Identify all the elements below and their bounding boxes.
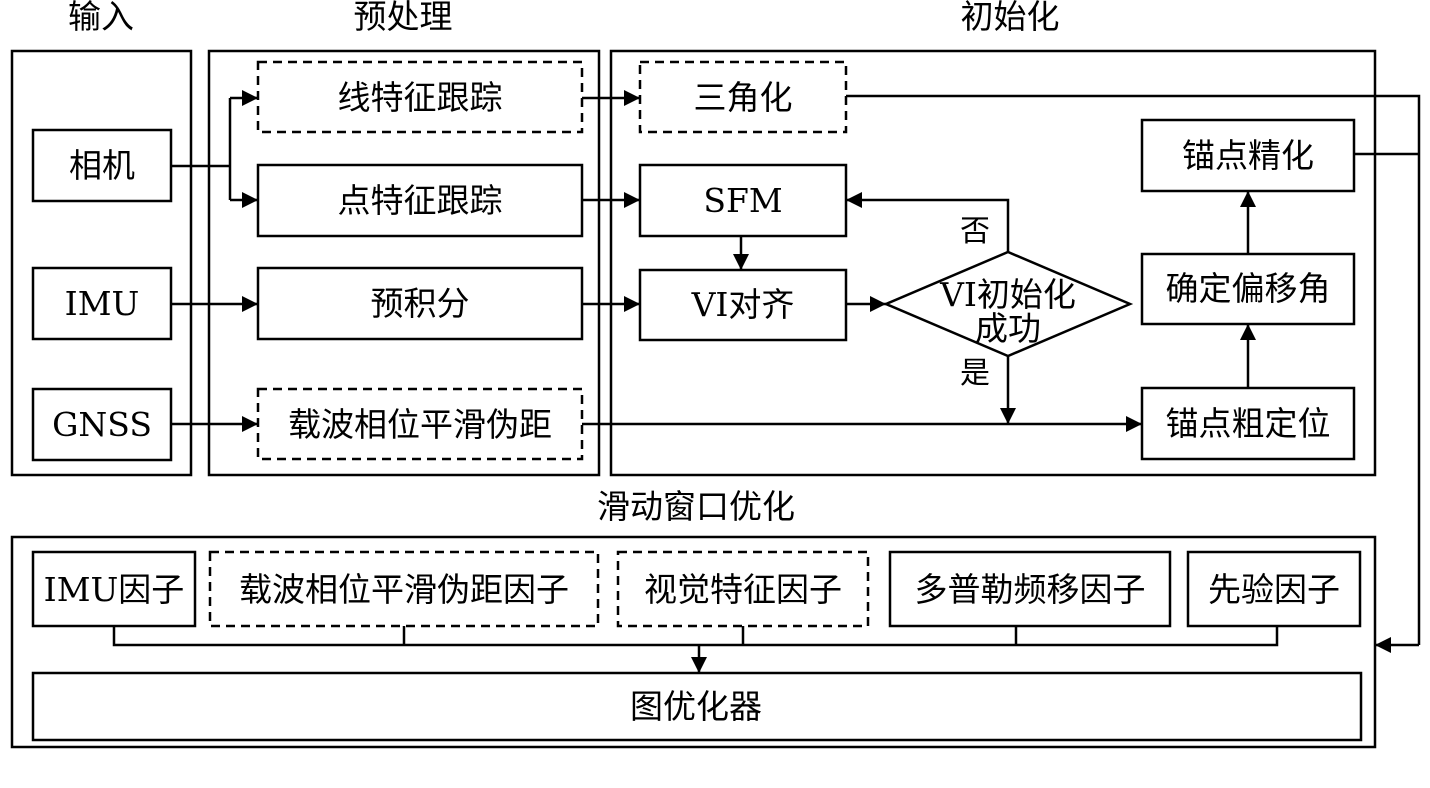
node-prior-factor: 先验因子: [1186, 550, 1362, 628]
node-anchor-refine-label: 锚点精化: [1182, 136, 1314, 175]
section-title-input: 输入: [68, 0, 134, 36]
node-triangulation: 三角化: [638, 60, 848, 134]
node-point-tracking-label: 点特征跟踪: [338, 181, 503, 220]
section-title-init: 初始化: [961, 0, 1060, 36]
node-carrier-factor: 载波相位平滑伪距因子: [208, 550, 600, 628]
node-anchor-refine: 锚点精化: [1140, 118, 1356, 193]
node-graph-optimizer-label: 图优化器: [630, 687, 762, 726]
decision-no-arrow: [846, 192, 1010, 252]
section-title-sliding-window: 滑动窗口优化: [597, 487, 795, 526]
node-vi-align-label: VI对齐: [691, 285, 795, 324]
node-line-tracking-label: 线特征跟踪: [338, 78, 503, 117]
node-carrier-factor-label: 载波相位平滑伪距因子: [239, 570, 569, 609]
decision-yes-label: 是: [960, 356, 990, 391]
connectors: [112, 90, 1421, 673]
node-preintegration: 预积分: [256, 266, 584, 341]
decision-no-label: 否: [960, 214, 990, 249]
node-carrier-smoothing-label: 载波相位平滑伪距: [288, 405, 552, 444]
section-title-preprocess: 预处理: [354, 0, 453, 36]
input-group-frame: [10, 49, 193, 477]
node-visual-factor-label: 视觉特征因子: [644, 570, 842, 609]
node-doppler-factor-label: 多普勒频移因子: [915, 570, 1146, 609]
preprocess-group-frame: [207, 49, 601, 477]
node-visual-factor: 视觉特征因子: [616, 550, 870, 628]
node-sfm: SFM: [638, 163, 848, 238]
tri-out-wire: [846, 94, 1421, 645]
node-vi-init-decision: VI初始化 成功: [882, 250, 1134, 358]
node-prior-factor-label: 先验因子: [1208, 570, 1340, 609]
decision-label-line2: 成功: [975, 309, 1041, 348]
node-carrier-smoothing: 载波相位平滑伪距: [256, 387, 584, 461]
node-imu: IMU: [31, 266, 173, 341]
node-anchor-coarse: 锚点粗定位: [1140, 386, 1356, 461]
node-point-tracking: 点特征跟踪: [256, 163, 584, 238]
node-line-tracking: 线特征跟踪: [256, 60, 584, 134]
node-graph-optimizer: 图优化器: [31, 671, 1363, 742]
node-gnss: GNSS: [31, 387, 173, 462]
node-preintegration-label: 预积分: [371, 284, 470, 323]
init-group-frame: [609, 49, 1377, 477]
node-imu-label: IMU: [65, 284, 140, 323]
node-anchor-coarse-label: 锚点粗定位: [1166, 404, 1331, 443]
node-doppler-factor: 多普勒频移因子: [888, 550, 1172, 628]
node-sfm-label: SFM: [703, 181, 782, 220]
node-imu-factor: IMU因子: [31, 550, 197, 628]
decision-label-line1: VI初始化: [939, 275, 1076, 314]
node-vi-align: VI对齐: [638, 268, 848, 342]
node-yaw-determine-label: 确定偏移角: [1166, 269, 1331, 308]
factor-bus-wire: [112, 626, 1279, 647]
node-triangulation-label: 三角化: [694, 78, 793, 117]
node-gnss-label: GNSS: [52, 405, 152, 444]
node-camera-label: 相机: [69, 146, 135, 185]
node-yaw-determine: 确定偏移角: [1140, 252, 1356, 326]
node-camera: 相机: [31, 128, 173, 203]
node-imu-factor-label: IMU因子: [44, 570, 185, 609]
